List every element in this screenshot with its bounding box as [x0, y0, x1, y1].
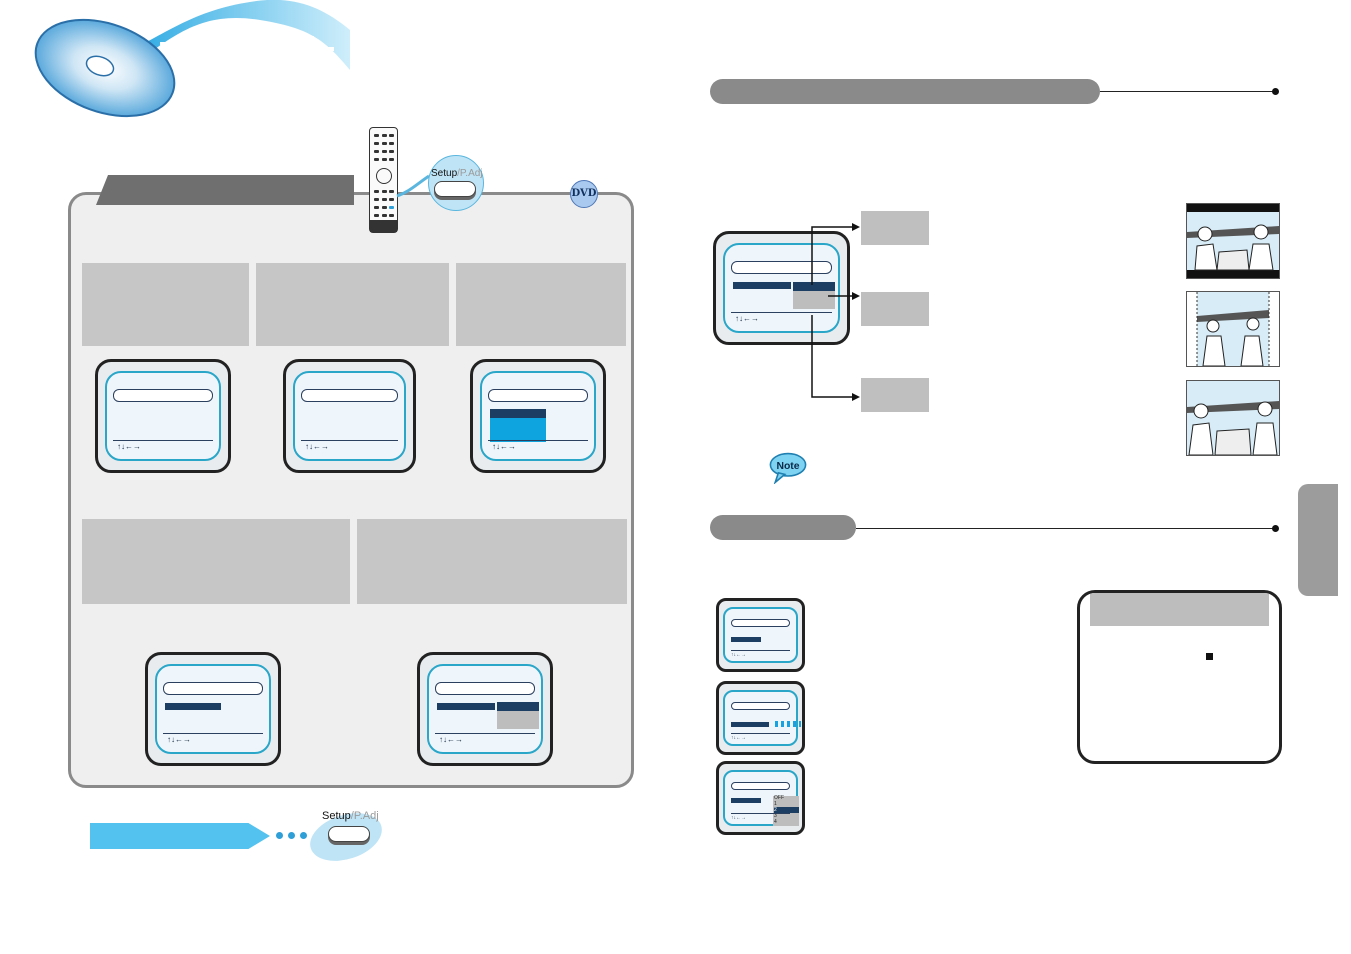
tv-screen-small-2: ↑↓←→ — [716, 681, 805, 755]
tv-screen-aspect-menu: ↑↓←→ — [713, 231, 850, 345]
aspect-illustration-panscan — [1186, 291, 1280, 367]
tv-screen-small-3: OFF 1 2 3 4 ↑↓←→ — [716, 761, 805, 835]
menu-submenu — [490, 418, 546, 442]
heading-rule — [856, 528, 1276, 529]
aspect-option-1 — [861, 211, 929, 245]
chapter-side-tab — [1298, 484, 1338, 596]
option-connector-arrows — [811, 223, 860, 401]
step-box-5 — [357, 519, 627, 604]
menu-check-option — [793, 282, 835, 291]
note-label: Note — [776, 461, 799, 472]
tv-screen-step-4: ↑↓←→ — [145, 652, 281, 766]
tv-screen-small-1: ↑↓←→ — [716, 598, 805, 672]
heading-rule — [1100, 91, 1275, 92]
dot — [300, 832, 307, 839]
menu-highlight — [490, 409, 546, 418]
setup-button[interactable] — [434, 181, 476, 197]
tv-screen-step-1: ↑↓←→ — [95, 359, 231, 473]
menu-check-option — [497, 702, 539, 711]
heading-rule-dot — [1272, 88, 1279, 95]
step-box-1 — [82, 263, 249, 346]
dvd-badge: DVD — [570, 180, 598, 208]
tv-screen-step-3: ↑↓←→ — [470, 359, 606, 473]
note-icon: Note — [769, 452, 807, 484]
disc-filmstrip-graphic — [34, 0, 350, 118]
heading-rule-dot — [1272, 525, 1279, 532]
aspect-illustration-letterbox — [1186, 203, 1280, 279]
section-heading-aspect — [710, 79, 1100, 104]
remote-pointer-arrow — [396, 174, 430, 198]
step-box-4 — [82, 519, 350, 604]
bottom-instruction-arrow — [90, 823, 270, 849]
tv-screen-step-5: ↑↓←→ — [417, 652, 553, 766]
aspect-option-2 — [861, 292, 929, 326]
remote-control-illustration — [369, 127, 398, 233]
dot — [288, 832, 295, 839]
dot — [276, 832, 283, 839]
aspect-option-3 — [861, 378, 929, 412]
step-box-3 — [456, 263, 626, 346]
setup-key-label-bottom: Setup/P.Adj — [322, 810, 379, 822]
stop-icon — [1206, 653, 1213, 660]
section-heading-sub — [710, 515, 856, 540]
info-box — [1077, 590, 1282, 764]
tv-screen-step-2: ↑↓←→ — [283, 359, 416, 473]
setup-button-bottom[interactable] — [328, 826, 370, 842]
step-box-2 — [256, 263, 449, 346]
aspect-illustration-wide — [1186, 380, 1280, 456]
info-box-header — [1090, 593, 1269, 626]
menu-value-list: OFF 1 2 3 4 — [774, 795, 799, 825]
section-title-tab — [96, 175, 354, 205]
setup-key-label: Setup/P.Adj — [431, 168, 483, 179]
